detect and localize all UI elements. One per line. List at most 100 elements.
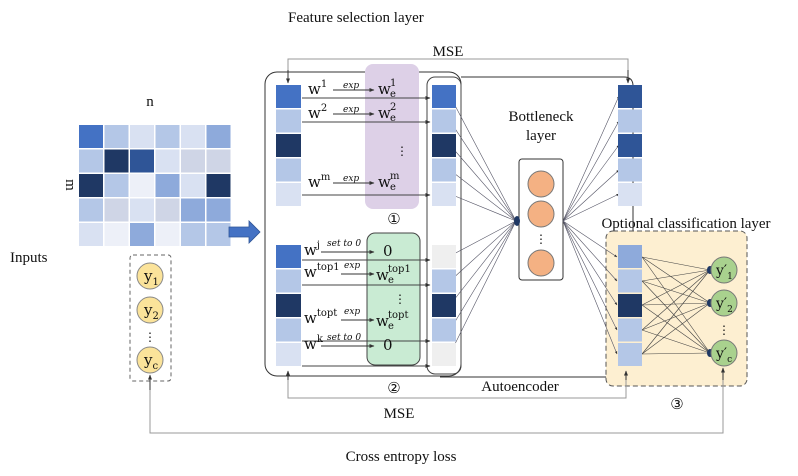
input-matrix-cell: [181, 223, 205, 246]
input-matrix-cell: [206, 149, 231, 173]
operation-label: exp: [343, 105, 359, 115]
input-matrix-cell: [181, 125, 205, 148]
input-matrix-cell: [104, 174, 129, 197]
optional-classification-layer-label: Optional classification layer: [601, 216, 770, 232]
weight-label: wm: [308, 172, 331, 191]
predicted-label-circle: [710, 256, 738, 284]
input-matrix-cell: [130, 198, 154, 222]
input-matrix-cell: [79, 174, 103, 197]
encoder-input-top-cell: [432, 109, 456, 133]
predicted-label-circle: [710, 339, 738, 367]
input-matrix-cell: [104, 149, 129, 173]
decoder-connection: [562, 120, 620, 222]
weight-label-sup: 2: [321, 103, 327, 114]
decoder-output-bottom-cell: [618, 343, 642, 366]
input-matrix-cell: [181, 198, 205, 222]
input-matrix-cell: [104, 125, 129, 148]
feature-weights-bottom-cell: [276, 294, 301, 317]
exp-weight-label-sub: e: [390, 182, 396, 193]
bottleneck-label-line2: layer: [526, 128, 556, 144]
classifier-connection: [641, 280, 711, 354]
selection-panel-green: [366, 232, 421, 366]
encoder-connection: [449, 220, 517, 306]
decoder-output-bottom-cell: [618, 318, 642, 342]
exp-weight-label-sup: 1: [390, 78, 396, 89]
encoder-input-top-cell: [432, 85, 456, 108]
encoder-input-bottom-cell: [432, 343, 456, 366]
classifier-connection: [641, 269, 711, 331]
input-matrix-cell: [130, 149, 154, 173]
classifier-connection: [641, 269, 711, 355]
input-matrix-cell: [104, 223, 129, 246]
exp-weight-label-sub: e: [390, 89, 396, 100]
cross-entropy-loss-label: Cross entropy loss: [346, 449, 457, 465]
feature-weights-bottom-cell: [276, 318, 301, 342]
weight-label-sup: topt: [317, 308, 337, 319]
input-label-subscript: 1: [152, 277, 158, 288]
predicted-label-subscript: 2: [727, 305, 733, 315]
input-labels-ellipsis: ⋮: [144, 330, 156, 344]
exp-weight-label: w: [378, 80, 391, 98]
classifier-connection: [641, 352, 711, 355]
encoder-input-top-cell: [432, 134, 456, 157]
encoder-input-bottom-cell: [432, 269, 456, 293]
exp-weight-label-sub: e: [390, 113, 396, 124]
bottleneck-node: [527, 200, 555, 228]
input-label-circle: [136, 346, 164, 374]
mse-bottom-path: [287, 372, 627, 399]
operation-label: exp: [344, 307, 360, 317]
operation-label: exp: [343, 81, 359, 91]
input-label-circle: [136, 262, 164, 290]
input-label-subscript: 2: [152, 311, 158, 322]
weight-label-sup: top1: [317, 262, 340, 273]
exp-weight-label: w: [376, 312, 389, 330]
feature-weights-top-cell: [276, 183, 301, 206]
bottleneck-label-line1: Bottleneck: [509, 109, 574, 125]
weight-label: wtop1: [304, 262, 340, 281]
input-matrix-cell: [155, 149, 180, 173]
exp-weight-label-sub: e: [388, 321, 394, 332]
decoder-connection: [562, 193, 620, 222]
predicted-label-node: y′c: [710, 339, 738, 367]
input-matrix-cell: [206, 198, 231, 222]
input-label-node: yc: [136, 346, 164, 374]
bottleneck-node: [527, 170, 555, 198]
operation-label: set to 0: [327, 333, 361, 343]
exp-weight-label-sup: 2: [390, 102, 396, 113]
classifier-connection: [641, 302, 711, 331]
decoder-output-bottom-cell: [618, 245, 642, 268]
classifier-connection: [641, 256, 711, 354]
inputs-label: Inputs: [10, 250, 48, 266]
feature-weights-bottom-cell: [276, 245, 301, 268]
weight-label-sup: k: [317, 334, 324, 345]
weight-label-sup: 1: [321, 79, 327, 90]
decoder-output-bottom-cell: [618, 294, 642, 317]
decoder-output-top-cell: [618, 85, 642, 108]
step-2-marker: ②: [387, 379, 400, 397]
matrix-rows-label: m: [62, 179, 78, 191]
operation-label: exp: [343, 174, 359, 184]
classifier-connection: [641, 302, 711, 306]
predicted-label-circle: [710, 289, 738, 317]
input-matrix-cell: [155, 174, 180, 197]
input-matrix-cell: [79, 125, 103, 148]
input-matrix-cell: [206, 174, 231, 197]
input-labels-box: [129, 254, 172, 382]
input-matrix-cell: [181, 174, 205, 197]
cross-entropy-path: [149, 369, 724, 434]
decoder-connection: [562, 220, 618, 306]
block-arrow-icon: [228, 220, 261, 244]
decoder-connection: [562, 169, 620, 222]
encoder-connection: [449, 95, 517, 222]
predicted-label-subscript: c: [727, 355, 732, 365]
encoder-input-bottom-cell: [432, 318, 456, 342]
encoder-connection: [449, 220, 517, 331]
classifier-connection: [641, 304, 711, 354]
step-3-marker: ③: [670, 395, 683, 413]
input-matrix-cell: [155, 198, 180, 222]
predicted-label-subscript: 1: [727, 272, 733, 282]
zeroed-weight-label: 0: [383, 336, 393, 354]
operation-label: set to 0: [327, 239, 361, 249]
encoder-connection: [449, 220, 517, 282]
weight-label: wk: [304, 334, 324, 353]
